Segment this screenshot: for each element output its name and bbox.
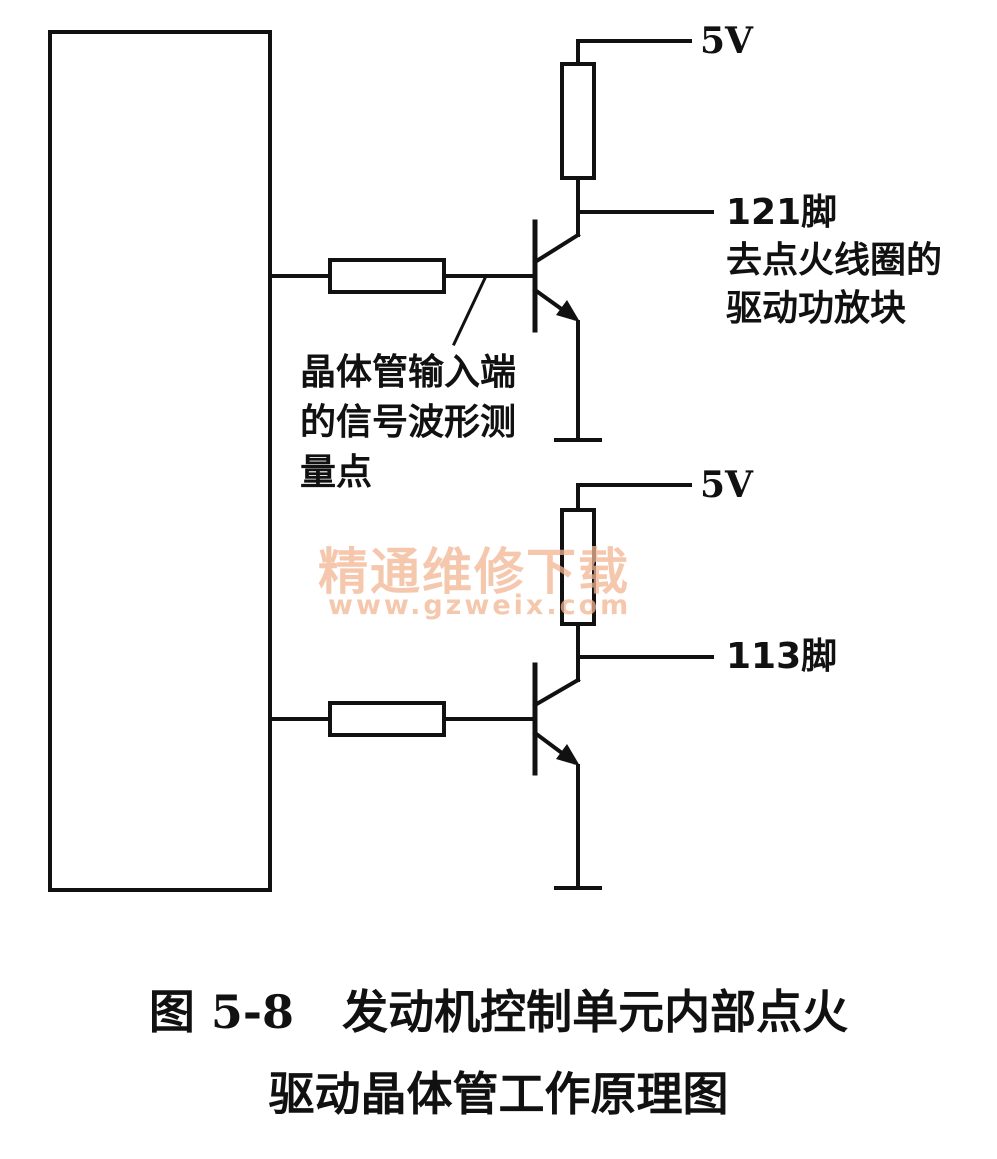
- measure-point-line1: 晶体管输入端: [300, 352, 517, 393]
- figure-caption-line1: 图 5-8 发动机控制单元内部点火: [148, 985, 849, 1039]
- lower-collector: [532, 677, 581, 708]
- upper-pullup-resistor: [560, 62, 596, 180]
- upper-collector: [532, 232, 581, 265]
- upper-base-resistor: [328, 258, 446, 294]
- figure-caption-line2: 驱动晶体管工作原理图: [268, 1067, 729, 1121]
- measure-point-line3: 量点: [300, 452, 373, 493]
- pin-113-label: 113脚: [726, 636, 838, 677]
- pin-121-desc-line2: 驱动功放块: [726, 288, 907, 329]
- measure-point-line2: 的信号波形测: [300, 402, 517, 443]
- ecu-block: [48, 30, 272, 892]
- pin-121-label: 121脚: [726, 192, 838, 233]
- measure-pointer: [452, 274, 488, 346]
- watermark-url: www.gzweix.com: [328, 590, 632, 621]
- watermark-text: 精通维修下载: [318, 543, 630, 601]
- vcc-label-top: 5V: [700, 20, 753, 62]
- vcc-label-bottom: 5V: [700, 464, 753, 506]
- pin-121-desc-line1: 去点火线圈的: [726, 240, 943, 281]
- lower-emitter-arrow: [556, 744, 580, 766]
- upper-emitter-arrow: [556, 300, 580, 322]
- lower-base-resistor: [328, 701, 446, 737]
